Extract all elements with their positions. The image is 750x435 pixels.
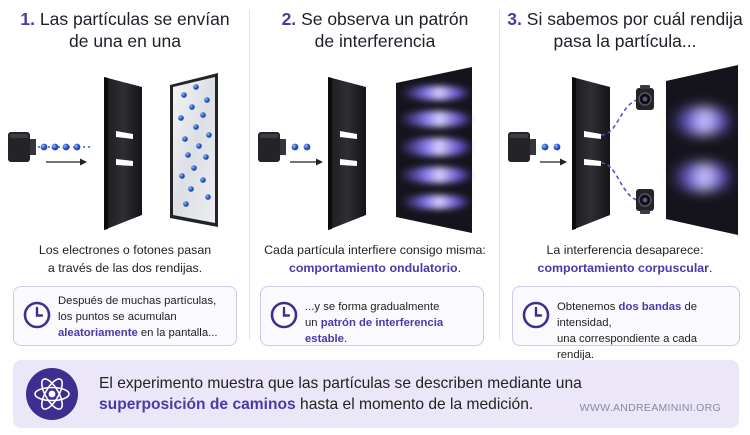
title-line-2: de una en una <box>69 31 181 51</box>
emitter-icon <box>508 132 536 162</box>
summary-highlight: superposición de caminos <box>99 396 296 413</box>
note-line-1-rest: de intensidad, <box>557 301 698 329</box>
site-credit: WWW.ANDREAMININI.ORG <box>579 402 721 414</box>
clock-icon <box>270 301 298 329</box>
title-line-1: Se observa un patrón <box>301 9 469 29</box>
which-path-lines <box>600 98 641 202</box>
note-text: Después de muchas partículas, los puntos… <box>58 293 230 341</box>
desc-line-1: Cada partícula interfiere consigo misma: <box>264 243 486 257</box>
step-number: 2. <box>281 9 297 29</box>
desc-line-1: Los electrones o fotones pasan <box>38 243 212 257</box>
panel-divider <box>499 10 500 340</box>
interference-bands <box>398 86 474 209</box>
note-text: Obtenemos dos bandas de intensidad, una … <box>557 299 733 363</box>
clock-icon <box>522 301 550 329</box>
note-box: Después de muchas partículas, los puntos… <box>13 286 237 346</box>
slit-barrier <box>328 77 366 230</box>
note-line-2: los puntos se acumulan <box>58 311 177 323</box>
double-slit-scene <box>250 55 500 235</box>
note-text: ...y se forma gradualmente un patrón de … <box>305 299 477 347</box>
particle-beam <box>291 143 311 151</box>
step-number: 1. <box>20 9 36 29</box>
two-bands <box>670 107 734 191</box>
note-line-2: una correspondiente a cada rendija. <box>557 333 698 361</box>
panel-which-path: 3. Si sabemos por cuál rendija pasa la p… <box>500 0 750 361</box>
note-highlight: aleatoriamente <box>58 327 138 339</box>
panel-description: Los electrones o fotones pasan a través … <box>0 241 250 277</box>
slit-barrier <box>572 77 610 230</box>
double-slit-scene <box>0 55 250 235</box>
slit-barrier <box>104 77 142 230</box>
desc-highlight: comportamiento ondulatorio <box>288 261 458 275</box>
emitter-icon <box>8 132 36 162</box>
title-line-2: pasa la partícula... <box>553 31 697 51</box>
note-line-2-rest: . <box>343 333 348 345</box>
particle-hits <box>178 84 212 207</box>
note-line-1: ...y se forma gradualmente <box>305 301 440 313</box>
arrow-icon <box>290 158 323 166</box>
detector-icon <box>636 85 654 110</box>
panel-description: Cada partícula interfiere consigo misma:… <box>250 241 500 277</box>
note-line-3: en la pantalla... <box>137 327 218 339</box>
desc-line-2: . <box>457 261 462 275</box>
panel-title: 2. Se observa un patrón de interferencia <box>250 8 500 52</box>
arrow-icon <box>540 158 567 166</box>
panel-title: 1. Las partículas se envían de una en un… <box>0 8 250 52</box>
clock-icon <box>23 301 51 329</box>
note-highlight: dos bandas <box>618 301 682 313</box>
summary-line-2: hasta el momento de la medición. <box>295 396 534 413</box>
panel-interference-pattern: 2. Se observa un patrón de interferencia <box>250 0 500 358</box>
summary-text: El experimento muestra que las partícula… <box>99 373 582 415</box>
note-highlight: patrón de interferencia estable <box>305 317 444 345</box>
desc-line-2: a través de las dos rendijas. <box>47 261 203 275</box>
arrow-icon <box>46 158 87 166</box>
desc-line-1: La interferencia desaparece: <box>546 243 704 257</box>
summary-line-1: El experimento muestra que las partícula… <box>99 375 582 392</box>
title-line-1: Las partículas se envían <box>39 9 230 29</box>
panel-title: 3. Si sabemos por cuál rendija pasa la p… <box>500 8 750 52</box>
detector-icon <box>636 189 654 214</box>
note-line-2-pre: un <box>305 317 321 329</box>
emitter-icon <box>258 132 286 162</box>
panel-random-particles: 1. Las partículas se envían de una en un… <box>0 0 250 358</box>
note-box: Obtenemos dos bandas de intensidad, una … <box>512 286 740 361</box>
interference-screen <box>396 67 474 233</box>
double-slit-scene <box>500 55 750 235</box>
panel-divider <box>249 10 250 340</box>
panel-description: La interferencia desaparece: comportamie… <box>500 241 750 277</box>
particle-beam <box>38 143 92 151</box>
desc-line-2: . <box>708 261 713 275</box>
title-line-2: de interferencia <box>314 31 436 51</box>
title-line-1: Si sabemos por cuál rendija <box>526 9 743 29</box>
note-line-1-pre: Obtenemos <box>557 301 619 313</box>
note-box: ...y se forma gradualmente un patrón de … <box>260 286 484 346</box>
particle-screen <box>666 65 738 235</box>
desc-highlight: comportamiento corpuscular <box>537 261 709 275</box>
atom-icon <box>26 368 78 420</box>
step-number: 3. <box>507 9 522 29</box>
summary-banner: El experimento muestra que las partícula… <box>13 360 739 428</box>
note-line-1: Después de muchas partículas, <box>58 295 217 307</box>
detection-screen <box>170 73 218 227</box>
particle-beam <box>541 143 561 151</box>
